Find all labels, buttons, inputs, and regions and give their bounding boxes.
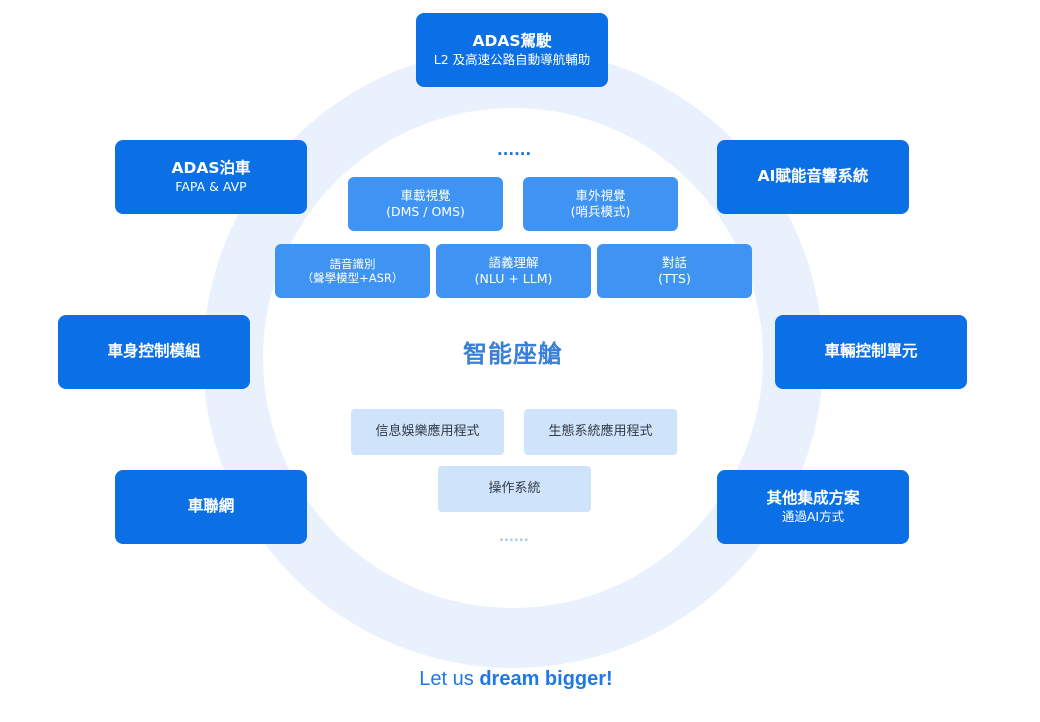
- tagline: Let us dream bigger!: [300, 668, 732, 691]
- adas-parking-box: ADAS泊車 FAPA & AVP: [115, 140, 307, 214]
- body-control-title: 車身控制模組: [107, 342, 201, 361]
- body-control-box: 車身控制模組: [58, 315, 250, 389]
- tagline-prefix: Let us: [419, 668, 480, 690]
- dialog-title: 對話: [661, 255, 687, 271]
- iov-title: 車聯網: [187, 497, 235, 516]
- other-solutions-title: 其他集成方案: [766, 489, 860, 507]
- tagline-emphasis: dream bigger!: [479, 668, 613, 690]
- adas-parking-subtitle: FAPA & AVP: [175, 179, 247, 195]
- exterior-vision-title: 車外視覺: [575, 188, 626, 204]
- ecosystem-apps-box: 生態系統應用程式: [524, 409, 677, 455]
- center-title: 智能座艙: [463, 340, 563, 368]
- iov-box: 車聯網: [115, 470, 307, 544]
- in-cabin-vision-box: 車載視覺 (DMS / OMS): [348, 177, 503, 231]
- operating-system-label: 操作系統: [488, 480, 541, 496]
- semantic-understanding-box: 語義理解 (NLU + LLM): [436, 244, 591, 298]
- ellipsis-top: ......: [497, 141, 532, 159]
- ecosystem-apps-label: 生態系統應用程式: [548, 423, 653, 439]
- infotainment-apps-box: 信息娛樂應用程式: [351, 409, 504, 455]
- adas-driving-title: ADAS駕駛: [472, 32, 552, 50]
- in-cabin-vision-subtitle: (DMS / OMS): [386, 204, 465, 219]
- other-solutions-subtitle: 通過AI方式: [781, 509, 845, 525]
- ring-center: [263, 108, 763, 608]
- exterior-vision-box: 車外視覺 (哨兵模式): [523, 177, 678, 231]
- adas-parking-title: ADAS泊車: [171, 159, 251, 177]
- adas-driving-subtitle: L2 及高速公路自動導航輔助: [433, 52, 591, 68]
- speech-recognition-title: 語音識別: [329, 256, 376, 271]
- exterior-vision-subtitle: (哨兵模式): [570, 204, 631, 219]
- vehicle-control-title: 車輛控制單元: [824, 342, 918, 361]
- adas-driving-box: ADAS駕駛 L2 及高速公路自動導航輔助: [416, 13, 608, 87]
- other-solutions-box: 其他集成方案 通過AI方式: [717, 470, 909, 544]
- vehicle-control-box: 車輛控制單元: [775, 315, 967, 389]
- speech-recognition-box: 語音識別 （聲學模型+ASR）: [275, 244, 430, 298]
- ai-audio-title: AI賦能音響系統: [757, 167, 869, 186]
- speech-recognition-subtitle: （聲學模型+ASR）: [301, 271, 404, 285]
- semantic-understanding-subtitle: (NLU + LLM): [474, 271, 553, 286]
- ellipsis-bottom: ......: [499, 530, 529, 545]
- operating-system-box: 操作系統: [438, 466, 591, 512]
- dialog-box: 對話 (TTS): [597, 244, 752, 298]
- infotainment-apps-label: 信息娛樂應用程式: [375, 423, 480, 439]
- ai-audio-box: AI賦能音響系統: [717, 140, 909, 214]
- in-cabin-vision-title: 車載視覺: [400, 188, 451, 204]
- dialog-subtitle: (TTS): [658, 271, 691, 286]
- semantic-understanding-title: 語義理解: [488, 255, 539, 271]
